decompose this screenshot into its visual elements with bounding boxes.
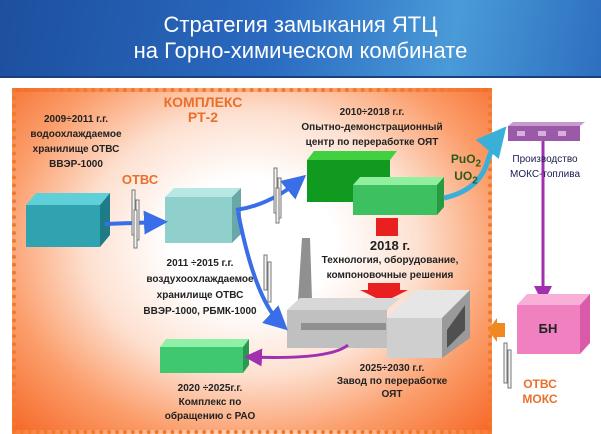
arrow-oxides-to-mox [443, 126, 507, 201]
rao-text: 2020 ÷2025г.г. Комплекс по обращению с Р… [165, 382, 255, 424]
red-arrow [360, 283, 408, 302]
pilot-center-line1: Опытно-демонстрационный [301, 122, 443, 133]
uo2-label: UO [454, 169, 473, 184]
title-line-2: на Горно-химическом комбинате [133, 38, 468, 63]
tech-2018-year: 2018 г. [369, 238, 411, 253]
dry-storage-text: 2011 ÷2015 г.г. воздухоохлаждаемое храни… [143, 256, 256, 320]
subscript: 2 [475, 158, 482, 170]
wet-storage-text: 2009÷2011 г.г. водоохлаждаемое хранилище… [30, 112, 121, 172]
bn-reactor-cube [517, 294, 590, 354]
arrow-dry-to-pilot [235, 174, 307, 212]
dry-storage-line2: хранилище ОТВС [156, 290, 244, 301]
rao-line1: Комплекс по [178, 397, 242, 408]
plant-years: 2025÷2030 г.г. [359, 363, 425, 374]
fuel-assembly-icons [131, 167, 512, 389]
plant-text: 2025÷2030 г.г. Завод по переработке ОЯТ [337, 362, 447, 401]
mox-fa-line2: МОКС [522, 392, 558, 406]
pilot-center-line2: центр по переработке ОЯТ [305, 137, 439, 148]
complex-label-1: КОМПЛЕКС [163, 94, 243, 110]
tech-2018-text: 2018 г. Технология, оборудование, компон… [322, 238, 459, 283]
oxides-label: PuO2 UO2 [451, 152, 481, 189]
dry-storage-cube [165, 188, 241, 243]
pilot-center-box-2 [353, 177, 444, 215]
wet-storage-years: 2009÷2011 г.г. [43, 114, 109, 125]
wet-storage-line1: водоохлаждаемое [30, 129, 122, 140]
wet-storage-line2: хранилище ОТВС [32, 144, 120, 155]
mox-production-unit [508, 122, 585, 141]
arrow-dry-to-plant [236, 211, 288, 331]
wet-storage-line3: ВВЭР-1000 [49, 159, 103, 170]
pilot-center-text: 2010÷2018 г.г. Опытно-демонстрационный ц… [301, 105, 442, 150]
rt2-complex-frame [12, 88, 492, 434]
red-connector [376, 218, 398, 236]
rao-years: 2020 ÷2025г.г. [177, 383, 243, 394]
mox-fa-text: ОТВС МОКС [522, 377, 557, 407]
subscript: 2 [472, 175, 478, 187]
dry-storage-line3: ВВЭР-1000, РБМК-1000 [143, 306, 257, 317]
arrow-plant-to-rao [244, 343, 349, 367]
mox-production-line1: Производство [512, 154, 578, 165]
orange-arrow [488, 318, 505, 342]
rao-box [160, 339, 249, 373]
mox-production-line2: МОКС-топлива [510, 169, 580, 180]
tech-2018-line2: компоновочные решения [326, 270, 454, 281]
otvs-label: ОТВС [121, 172, 159, 187]
dry-storage-years: 2011 ÷2015 г.г. [166, 258, 234, 269]
tech-2018-line1: Технология, оборудование, [321, 255, 459, 266]
pilot-center-years: 2010÷2018 г.г. [339, 107, 405, 118]
rao-line2: обращению с РАО [164, 411, 256, 422]
reprocessing-plant [287, 238, 470, 358]
header-banner: Стратегия замыкания ЯТЦ на Горно-химичес… [0, 0, 601, 78]
dry-storage-line1: воздухоохлаждаемое [146, 274, 254, 285]
puo2-label: PuO [450, 152, 476, 166]
wet-storage-cube [26, 193, 110, 247]
plant-line1: Завод по переработке [336, 376, 448, 387]
plant-line2: ОЯТ [381, 389, 403, 400]
bn-label: БН [538, 321, 558, 336]
mox-production-text: Производство МОКС-топлива [510, 152, 580, 182]
mox-fa-line1: ОТВС [523, 377, 557, 391]
title-line-1: Стратегия замыкания ЯТЦ [163, 12, 438, 37]
complex-label-2: РТ-2 [187, 109, 219, 125]
